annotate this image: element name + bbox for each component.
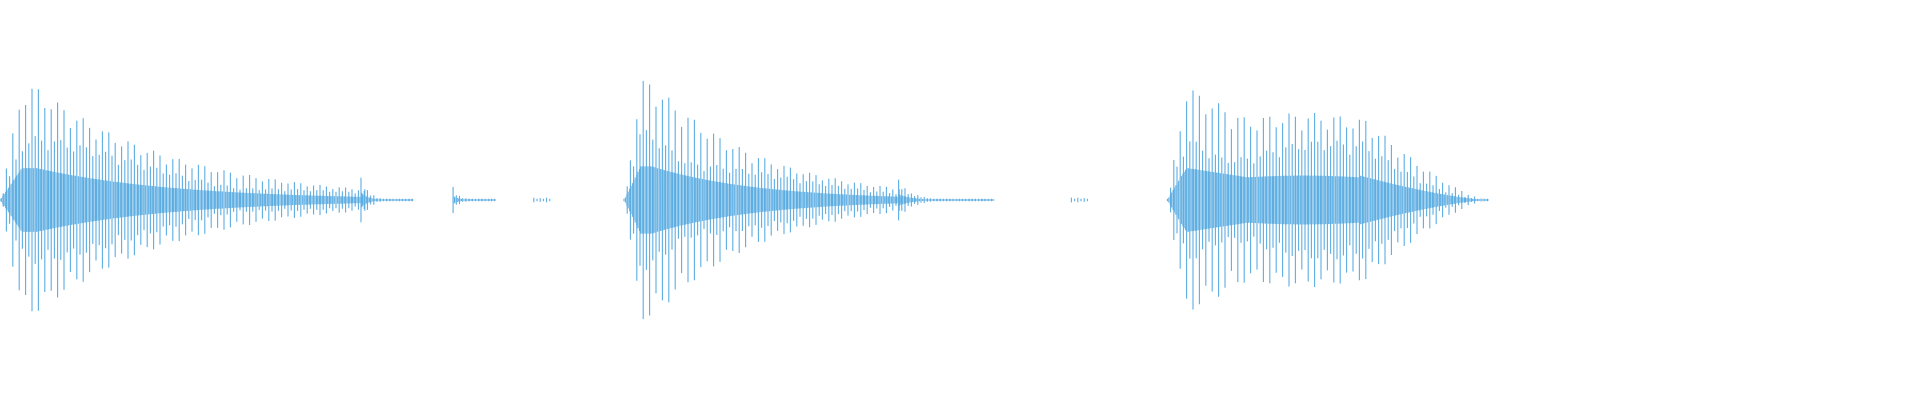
burst-1-echo-a [360,177,414,223]
burst-1-echo-b [452,186,496,214]
burst-1-echo-c [533,197,551,203]
burst-2-echo-b [1070,197,1088,203]
waveform-body [623,166,902,234]
waveform-group [0,80,1489,320]
waveform-stroke [1070,197,1088,203]
waveform-body [898,194,995,206]
burst-3-main [1166,90,1489,310]
burst-1-main [0,88,366,312]
waveform-body [452,196,496,204]
waveform-stroke [533,197,551,203]
burst-2-main [623,80,902,320]
waveform-body [0,168,365,232]
burst-2-echo-a [898,179,995,221]
waveform-body [360,192,414,208]
waveform-body [1166,168,1489,232]
